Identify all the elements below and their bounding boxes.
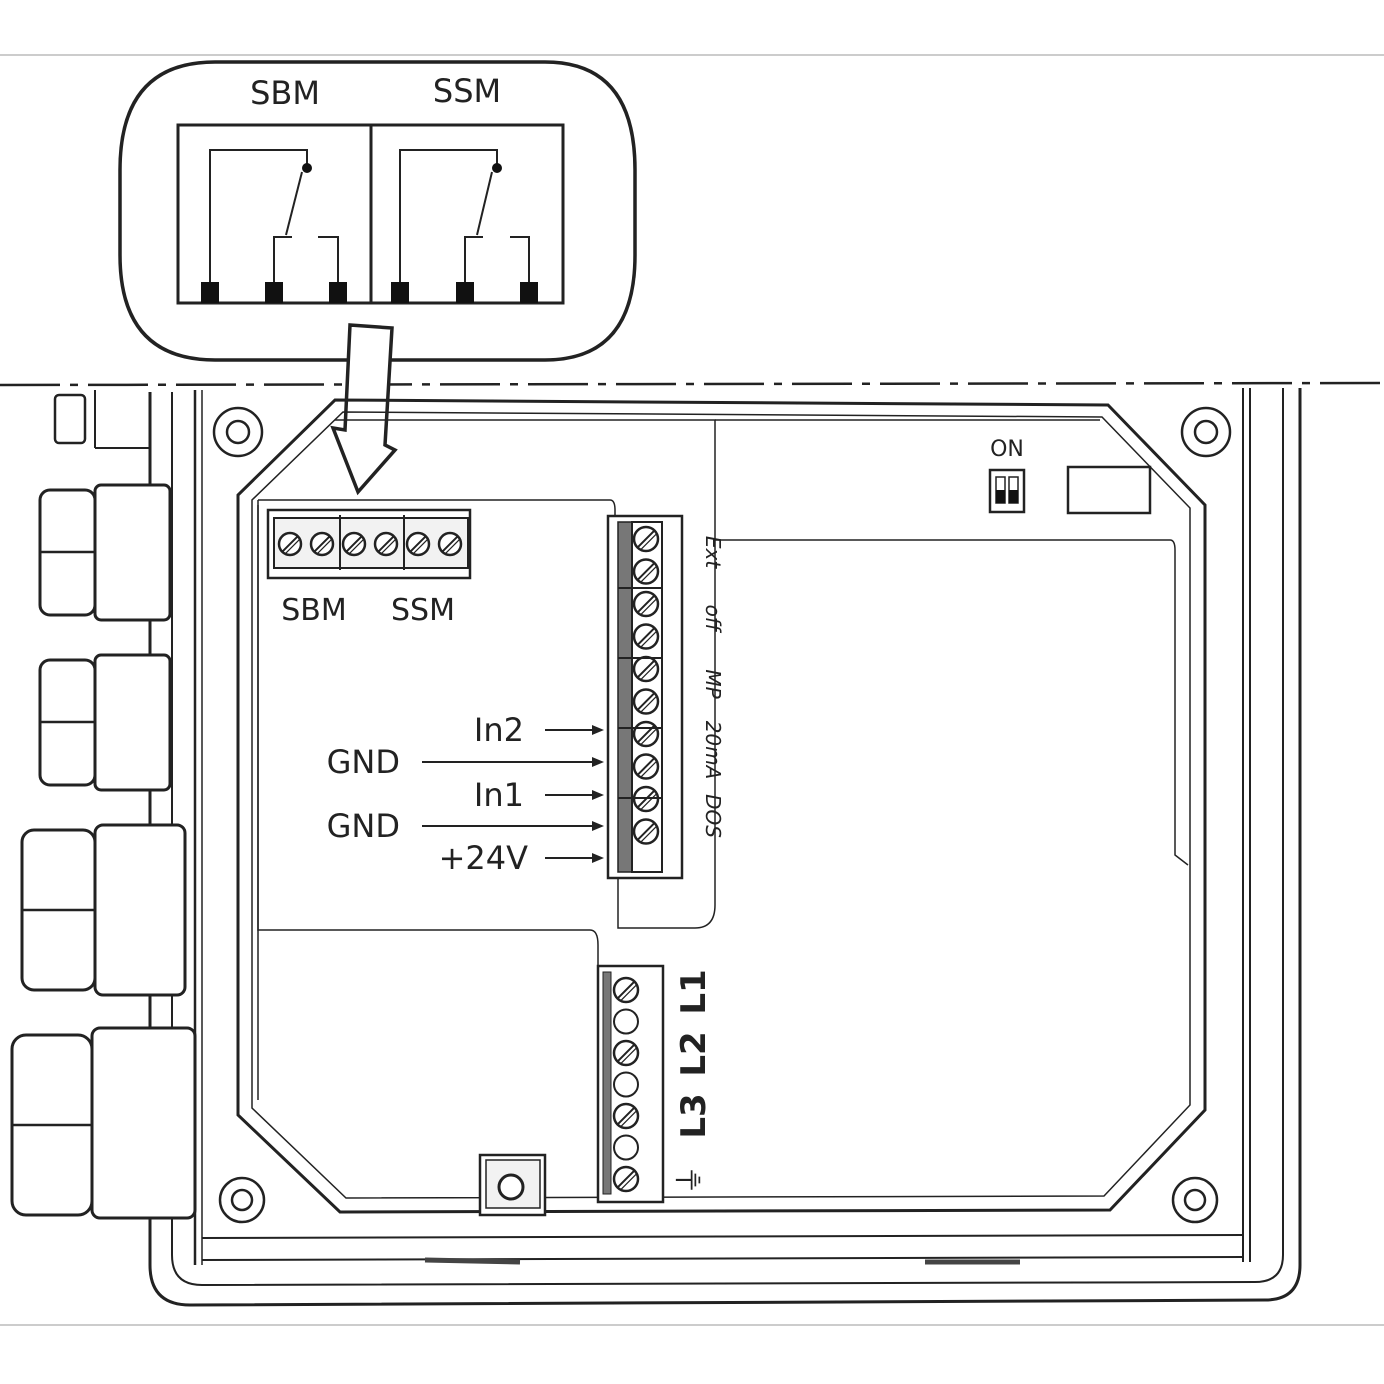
callout-arrow xyxy=(330,323,398,496)
pin-arrow-head xyxy=(592,757,604,767)
power-terminal-hole xyxy=(613,1134,639,1161)
power-label: L2 xyxy=(674,1031,714,1076)
power-terminal-screw xyxy=(612,976,640,1004)
pin-label-1: GND xyxy=(327,743,604,781)
relay-terminal-screw xyxy=(341,531,367,557)
gland-4 xyxy=(10,1026,197,1220)
gland-2 xyxy=(38,653,172,792)
power-terminal-screw xyxy=(612,1039,640,1067)
ssm-relay-contact xyxy=(391,149,538,303)
pin-label-text: GND xyxy=(327,743,400,781)
control-terminal-screw xyxy=(632,623,660,650)
relay-terminal-screw xyxy=(437,531,463,557)
control-terminal-screw xyxy=(632,590,660,618)
screw-bottom-right xyxy=(1171,1176,1219,1224)
control-terminal-screw xyxy=(632,655,660,683)
dip-switch-on-label: ON xyxy=(990,437,1024,462)
relay-terminal-screw xyxy=(309,531,335,557)
pin-label-text: In1 xyxy=(474,776,524,814)
pin-arrow-head xyxy=(592,725,604,735)
control-terminal-screw xyxy=(632,558,660,585)
sbm-relay-contact xyxy=(201,149,347,303)
gland-1 xyxy=(38,483,172,622)
vent-plug xyxy=(53,393,87,445)
control-group-label: off xyxy=(701,605,725,634)
corner-screws xyxy=(212,406,1232,1224)
terminal-label-sbm: SBM xyxy=(281,593,347,628)
dip-switch: ON xyxy=(988,437,1152,515)
pin-label-0: In2 xyxy=(474,711,604,749)
callout-label-sbm: SBM xyxy=(250,74,320,112)
pin-arrow-head xyxy=(592,790,604,800)
power-terminal-screw xyxy=(612,1102,640,1130)
control-group-label: DOS xyxy=(701,794,725,838)
relay-callout: SBM SSM xyxy=(118,60,637,362)
screw-top-right xyxy=(1180,406,1232,458)
pin-label-text: In2 xyxy=(474,711,524,749)
gland-3 xyxy=(20,823,187,997)
cable-glands xyxy=(10,390,197,1220)
relay-terminal-screw xyxy=(277,531,303,557)
control-group-label: Ext xyxy=(701,536,725,569)
pin-label-4: +24V xyxy=(439,839,604,877)
pcb-outlines xyxy=(257,419,1189,1000)
control-terminal-screw xyxy=(632,525,660,553)
relay-terminal-screw xyxy=(373,531,399,557)
power-label: L3 xyxy=(674,1093,714,1138)
pin-label-2: In1 xyxy=(474,776,604,814)
power-terminal-hole xyxy=(613,1008,639,1035)
pin-arrow-head xyxy=(592,821,604,831)
callout-label-ssm: SSM xyxy=(433,72,501,110)
terminal-label-ssm: SSM xyxy=(391,593,455,628)
control-terminal-screw xyxy=(632,720,660,748)
pin-label-text: +24V xyxy=(439,839,529,877)
control-terminal-screw xyxy=(632,688,660,715)
pin-label-3: GND xyxy=(327,807,604,845)
power-terminal-screw xyxy=(612,1165,640,1193)
power-label: L1 xyxy=(674,969,714,1014)
display-window xyxy=(1066,465,1152,515)
control-group-label: MP xyxy=(701,669,725,699)
dip-switch-body xyxy=(988,468,1026,514)
relay-terminal-screw xyxy=(405,531,431,557)
control-terminal-screw xyxy=(632,818,660,845)
ground-stud xyxy=(478,1153,547,1217)
control-group-label: 20mA xyxy=(701,721,725,780)
ground-symbol: ⏚ xyxy=(673,1165,708,1195)
pin-arrow-head xyxy=(592,853,604,863)
relay-terminal-block: SBM SSM xyxy=(266,508,472,628)
pin-label-text: GND xyxy=(327,807,400,845)
screw-top-left xyxy=(212,406,264,458)
cut-line xyxy=(0,381,1384,387)
screw-bottom-left xyxy=(218,1176,266,1224)
control-terminal-screw xyxy=(632,753,660,780)
power-terminal-hole xyxy=(613,1071,639,1098)
